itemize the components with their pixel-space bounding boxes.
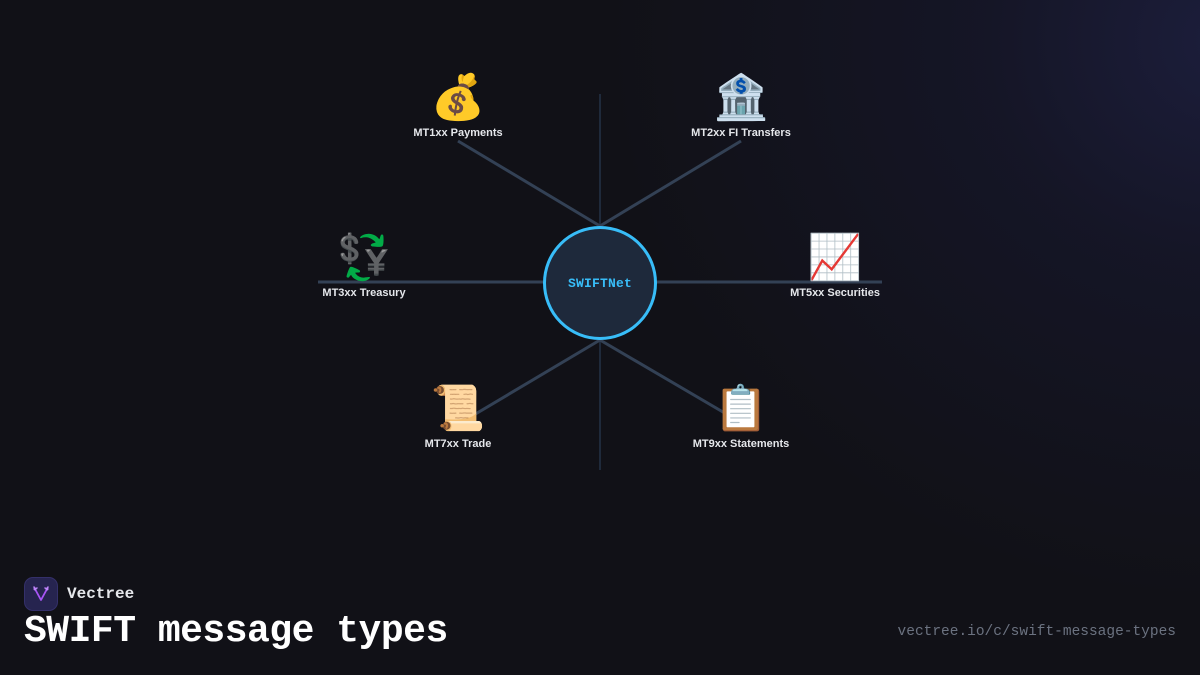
- node-label: MT5xx Securities: [790, 287, 880, 299]
- node-mt1xx-payments: 💰 MT1xx Payments: [378, 72, 538, 140]
- node-mt2xx-fi-transfers: 🏦 MT2xx FI Transfers: [661, 72, 821, 140]
- chart-increasing-icon: 📈: [807, 232, 863, 283]
- bank-icon: 🏦: [713, 72, 769, 123]
- spoke-mt7xx: [461, 338, 601, 424]
- page-title: SWIFT message types: [24, 610, 448, 653]
- spoke-mt9xx: [599, 338, 741, 424]
- swiftnet-hub: SWIFTNet: [543, 226, 657, 340]
- spoke-mt1xx: [457, 139, 601, 228]
- page-url: vectree.io/c/swift-message-types: [897, 624, 1176, 640]
- node-mt5xx-securities: 📈 MT5xx Securities: [755, 232, 915, 300]
- clipboard-icon: 📋: [713, 383, 769, 434]
- node-mt3xx-treasury: 💱 MT3xx Treasury: [284, 232, 444, 300]
- currency-exchange-icon: 💱: [336, 232, 392, 283]
- spoke-mt2xx: [599, 139, 742, 228]
- node-mt9xx-statements: 📋 MT9xx Statements: [661, 383, 821, 451]
- node-label: MT1xx Payments: [413, 127, 503, 139]
- brand-name: Vectree: [67, 585, 135, 603]
- node-label: MT3xx Treasury: [322, 287, 406, 299]
- node-mt7xx-trade: 📜 MT7xx Trade: [378, 383, 538, 451]
- node-label: MT9xx Statements: [692, 438, 790, 450]
- vectree-logo-icon: [24, 577, 58, 611]
- node-label: MT7xx Trade: [424, 438, 492, 450]
- scroll-icon: 📜: [430, 383, 486, 434]
- brand: Vectree: [24, 577, 134, 611]
- node-label: MT2xx FI Transfers: [691, 127, 791, 139]
- money-bag-icon: 💰: [430, 72, 486, 123]
- hub-label: SWIFTNet: [567, 275, 632, 291]
